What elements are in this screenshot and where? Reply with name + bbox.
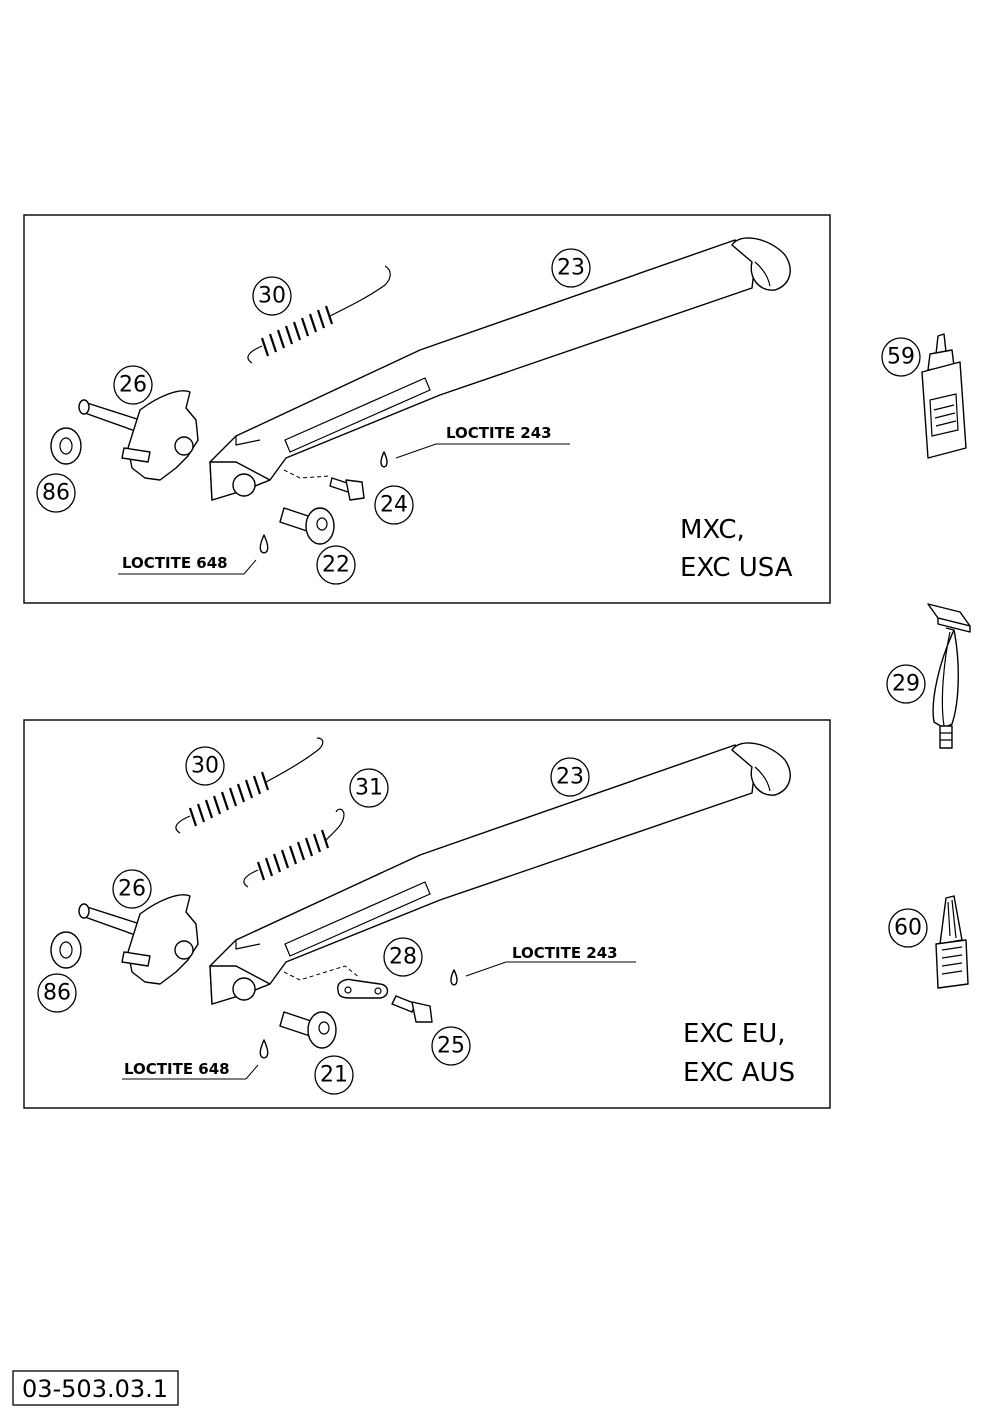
variant-label: EXC USA <box>680 553 793 583</box>
svg-text:24: 24 <box>380 493 408 518</box>
part-callout: 23 <box>550 757 590 797</box>
svg-text:23: 23 <box>557 256 585 281</box>
part-callout: 30 <box>185 746 225 786</box>
loctite-label: LOCTITE 648 <box>122 554 228 572</box>
leader-line <box>122 1064 259 1080</box>
plate-28-part <box>283 965 389 999</box>
part-callout: 22 <box>316 545 356 585</box>
part-callout: 28 <box>383 937 423 977</box>
part-callout: 86 <box>36 473 76 513</box>
part-callout: 24 <box>374 485 414 525</box>
part-callout: 26 <box>112 869 152 909</box>
side-stand-part <box>209 742 791 1005</box>
svg-text:23: 23 <box>556 765 584 790</box>
washer-part <box>50 931 82 969</box>
part-callout: 86 <box>37 973 77 1013</box>
loctite-label: LOCTITE 243 <box>446 424 552 442</box>
svg-text:86: 86 <box>42 481 70 506</box>
bolt-24-part <box>283 451 388 501</box>
leader-line <box>118 559 257 575</box>
loctite-label: LOCTITE 648 <box>124 1060 230 1078</box>
bolt-22-part <box>259 507 335 554</box>
loctite-bottle-icon <box>921 333 967 459</box>
washer-part <box>50 427 82 465</box>
variant-label: EXC AUS <box>683 1058 795 1088</box>
svg-text:86: 86 <box>43 981 71 1006</box>
panel-mxc-exc-usa: LOCTITE 243 LOCTITE 648 MXC, EXC USA 23 … <box>23 214 831 604</box>
svg-text:28: 28 <box>389 945 417 970</box>
small-bottle-icon <box>935 895 969 989</box>
pivot-bolt-part <box>78 390 199 481</box>
accessory-small-bottle: 60 <box>888 895 969 989</box>
svg-text:22: 22 <box>322 553 350 578</box>
part-callout: 25 <box>431 1026 471 1066</box>
svg-text:59: 59 <box>887 345 915 370</box>
svg-text:26: 26 <box>118 877 146 902</box>
svg-text:30: 30 <box>191 754 219 779</box>
panel-exc-eu-exc-aus: LOCTITE 243 LOCTITE 648 EXC EU, EXC AUS … <box>23 719 831 1109</box>
leader-line <box>395 443 570 459</box>
svg-text:26: 26 <box>119 373 147 398</box>
svg-text:60: 60 <box>894 916 922 941</box>
loctite-label: LOCTITE 243 <box>512 944 618 962</box>
spring-part <box>247 265 391 364</box>
svg-text:25: 25 <box>437 1034 465 1059</box>
variant-label: MXC, <box>680 515 745 545</box>
svg-text:31: 31 <box>355 776 383 801</box>
bolt-21-part <box>259 1011 337 1059</box>
pivot-bolt-part <box>78 894 199 985</box>
part-callout: 30 <box>252 276 292 316</box>
part-callout: 31 <box>349 768 389 808</box>
variant-label: EXC EU, <box>683 1019 786 1049</box>
document-number: 03-503.03.1 <box>22 1375 168 1403</box>
panel-border <box>23 719 831 1109</box>
document-number-box: 03-503.03.1 <box>12 1370 179 1406</box>
part-callout: 21 <box>314 1055 354 1095</box>
svg-text:29: 29 <box>892 672 920 697</box>
spring-part <box>243 808 345 888</box>
tool-icon <box>927 603 971 749</box>
part-callout: 60 <box>888 908 928 948</box>
accessory-loctite-bottle: 59 <box>881 333 967 459</box>
part-callout: 29 <box>886 664 926 704</box>
bolt-25-part <box>391 969 458 1023</box>
svg-text:30: 30 <box>258 284 286 309</box>
svg-text:21: 21 <box>320 1063 348 1088</box>
accessory-tool: 29 <box>886 603 971 749</box>
spring-part <box>175 737 324 834</box>
leader-line <box>465 961 636 977</box>
part-callout: 23 <box>551 248 591 288</box>
side-stand-part <box>209 237 791 501</box>
part-callout: 59 <box>881 337 921 377</box>
part-callout: 26 <box>113 365 153 405</box>
panel-border <box>23 214 831 604</box>
